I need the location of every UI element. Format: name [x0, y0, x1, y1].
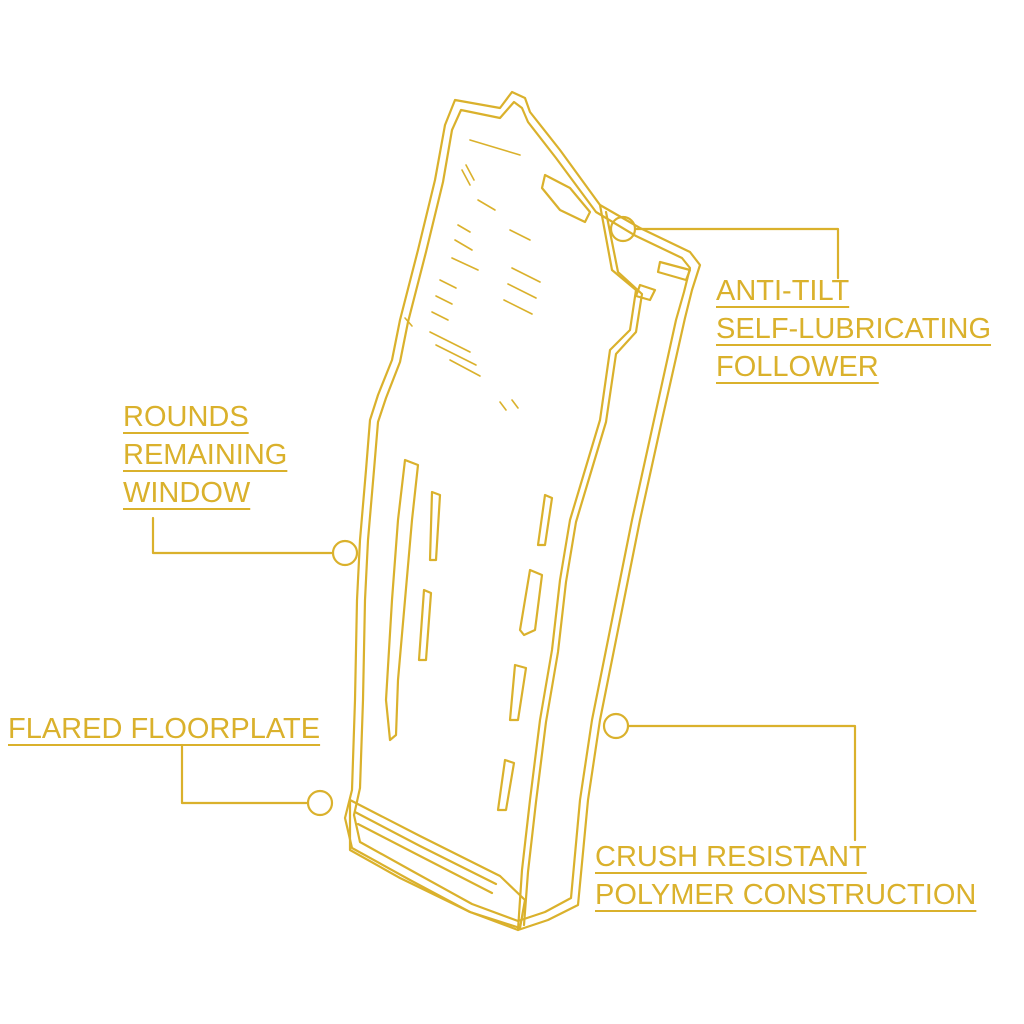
window-leader-line	[151, 516, 335, 555]
window-callout-dot	[331, 539, 359, 567]
floorplate-leader-line	[180, 743, 310, 805]
follower-callout-label: ANTI-TILT SELF-LUBRICATING FOLLOWER	[716, 272, 991, 386]
callout-leaders	[151, 215, 857, 842]
follower-label-line-1: ANTI-TILT	[716, 275, 850, 307]
magazine-body	[343, 90, 702, 932]
follower-leader-line	[633, 227, 840, 280]
body-callout-dot	[602, 712, 630, 740]
floorplate-callout-dot	[306, 789, 334, 817]
window-label-line-2: REMAINING	[123, 439, 288, 471]
molded-markings	[404, 139, 541, 411]
window-label-line-1: ROUNDS	[123, 401, 249, 433]
window-callout-label: ROUNDS REMAINING WINDOW	[123, 398, 287, 512]
follower-label-line-2: SELF-LUBRICATING	[716, 313, 992, 345]
window-slots	[384, 458, 554, 812]
window-label-line-3: WINDOW	[123, 477, 251, 509]
body-leader-line	[626, 724, 857, 842]
floorplate-callout-label: FLARED FLOORPLATE	[8, 710, 320, 748]
follower-label-line-3: FOLLOWER	[716, 351, 879, 383]
body-label-line-1: CRUSH RESISTANT	[595, 841, 867, 873]
floorplate-label-line-1: FLARED FLOORPLATE	[8, 713, 321, 745]
body-callout-label: CRUSH RESISTANT POLYMER CONSTRUCTION	[595, 838, 976, 914]
body-label-line-2: POLYMER CONSTRUCTION	[595, 879, 977, 911]
